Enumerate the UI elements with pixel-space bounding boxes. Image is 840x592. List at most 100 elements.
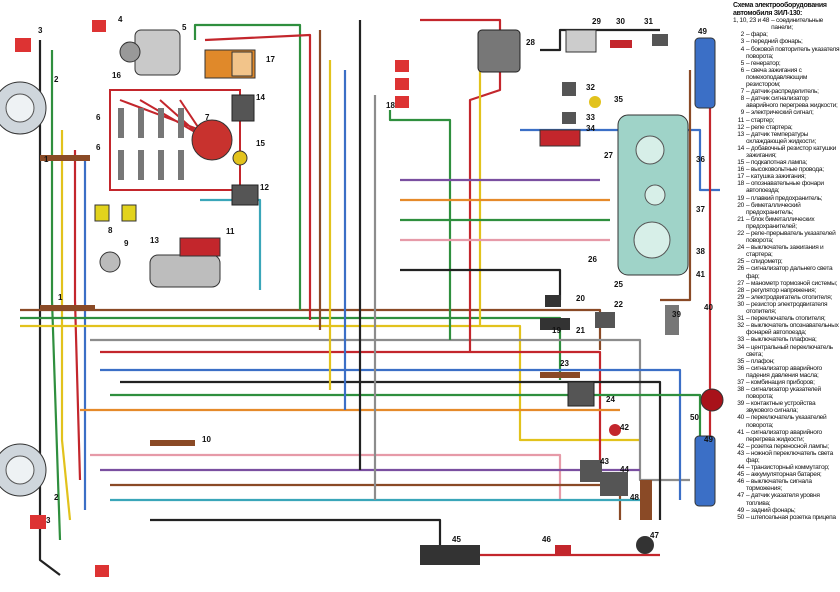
legend-item: 2– фара; xyxy=(733,31,840,38)
legend-item-text: – плафон; xyxy=(746,357,775,365)
legend-item-text: – выключатель зажигания и стартера; xyxy=(746,244,824,259)
legend-item: 24– выключатель зажигания и стартера; xyxy=(733,244,840,258)
side-repeater-top xyxy=(92,20,106,32)
generator xyxy=(119,29,181,76)
legend-item-number: 18 xyxy=(737,180,744,188)
instrument-cluster xyxy=(617,114,689,276)
legend-item-text: – соединительные панели; xyxy=(771,17,823,32)
legend-item-text: – электрический сигнал; xyxy=(746,109,814,117)
callout-19: 19 xyxy=(552,326,561,335)
legend-item-text: – стартер; xyxy=(746,116,775,124)
legend-item-text: – подкапотная лампа; xyxy=(746,159,808,167)
legend-item-number: 6 xyxy=(740,66,745,74)
callout-1: 1 xyxy=(44,155,49,164)
legend-item-text: – задний фонарь; xyxy=(746,506,796,514)
legend-item: 19– плавкий предохранитель; xyxy=(733,195,840,202)
legend-item: 50– штепсельная розетка прицепа xyxy=(733,514,840,521)
rear-lamp-top xyxy=(694,37,716,109)
legend-item: 32– выключатель опознавательных фонарей … xyxy=(733,322,840,336)
callout-17: 17 xyxy=(266,55,275,64)
legend-item-number: 29 xyxy=(737,293,744,301)
legend-item-number: 50 xyxy=(737,513,744,521)
legend-item-number: 35 xyxy=(737,357,744,365)
legend-item-number: 32 xyxy=(737,322,744,330)
legend-item: 34– центральный переключатель света; xyxy=(733,344,840,358)
callout-3: 3 xyxy=(38,26,43,35)
legend-item: 45– аккумуляторная батарея; xyxy=(733,471,840,478)
transistor-commutator xyxy=(600,472,628,496)
callout-12: 12 xyxy=(260,183,269,192)
wire xyxy=(60,130,72,521)
legend-item: 20– биметаллический предохранитель; xyxy=(733,202,840,216)
lamp-socket xyxy=(609,424,621,436)
legend-item-number: 27 xyxy=(737,279,744,287)
legend-item-number: 47 xyxy=(737,492,744,500)
callout-31: 31 xyxy=(644,17,653,26)
callout-8: 8 xyxy=(108,226,113,235)
headlight-top xyxy=(0,81,47,135)
legend-item-number: 24 xyxy=(737,244,744,252)
callout-16: 16 xyxy=(112,71,121,80)
legend-item-text: – датчик температуры охлаждающей жидкост… xyxy=(746,130,816,145)
legend-item: 17– катушка зажигания; xyxy=(733,173,840,180)
callout-49: 49 xyxy=(698,27,707,36)
legend-item-number: 21 xyxy=(737,215,744,223)
callout-45: 45 xyxy=(452,535,461,544)
legend-item-number: 13 xyxy=(737,130,744,138)
heater-resistor xyxy=(610,40,632,48)
legend-item: 30– резистор электродвигателя отопителя; xyxy=(733,301,840,315)
legend-item-text: – выключатель плафона; xyxy=(746,336,817,344)
legend-item: 43– ножной переключатель света фар; xyxy=(733,450,840,464)
wire xyxy=(90,453,562,500)
legend-item: 36– сигнализатор аварийного падения давл… xyxy=(733,365,840,379)
legend-item-text: – аккумуляторная батарея; xyxy=(746,471,822,479)
wire xyxy=(420,18,502,352)
front-lamp-top xyxy=(15,38,31,52)
callout-48: 48 xyxy=(630,493,639,502)
legend-item-text: – блок биметаллических предохранителей; xyxy=(746,215,815,230)
legend-item-text: – реле стартера; xyxy=(746,123,793,131)
legend-item-number: 45 xyxy=(737,471,744,479)
turn-switch xyxy=(665,305,679,335)
legend-item-text: – резистор электродвигателя отопителя; xyxy=(746,300,828,316)
legend-items: 1, 10, 23 и 48– соединительные панели;2–… xyxy=(733,17,840,521)
legend-item: 41– сигнализатор аварийного перегрева жи… xyxy=(733,429,840,443)
fuel-sensor xyxy=(636,536,654,554)
legend-item: 6– свеча зажигания с помехоподавляющим р… xyxy=(733,67,840,88)
wire xyxy=(100,350,602,460)
callout-33: 33 xyxy=(586,113,595,122)
legend-item-number: 42 xyxy=(737,442,744,450)
legend-item-text: – переключатель отопителя; xyxy=(746,315,826,323)
additional-resistor xyxy=(231,94,255,122)
legend-item-number: 17 xyxy=(737,173,744,181)
callout-28: 28 xyxy=(526,38,535,47)
legend-item-text: – датчик-распределитель; xyxy=(746,88,819,96)
legend-item-text: – ножной переключатель света фар; xyxy=(746,449,833,464)
legend-item: 28– регулятор напряжения; xyxy=(733,287,840,294)
headlight-bottom xyxy=(0,443,47,497)
legend-item: 12– реле стартера; xyxy=(733,124,840,131)
legend-item-text: – комбинация приборов; xyxy=(746,378,815,386)
legend-item-text: – манометр тормозной системы; xyxy=(746,279,838,287)
legend-item-number: 28 xyxy=(737,286,744,294)
callout-15: 15 xyxy=(256,139,265,148)
callout-47: 47 xyxy=(650,531,659,540)
callout-24: 24 xyxy=(606,395,615,404)
legend-item-text: – сигнализатор указателей поворота; xyxy=(746,386,821,401)
wire xyxy=(20,308,602,350)
legend-item-text: – выключатель опознавательных фонарей ав… xyxy=(746,322,839,337)
legend-item: 13– датчик температуры охлаждающей жидко… xyxy=(733,131,840,145)
voltage-regulator xyxy=(477,29,521,73)
legend-item-text: – высоковольтные провода; xyxy=(746,166,824,174)
wiring-diagram: 3 4 5 16 17 2 6 6 7 14 15 1 12 8 13 11 9… xyxy=(0,15,724,577)
callout-22: 22 xyxy=(614,300,623,309)
callout-30: 30 xyxy=(616,17,625,26)
legend-item-number: 3 xyxy=(740,38,745,46)
legend-item-number: 5 xyxy=(740,59,745,67)
legend-item-number: 33 xyxy=(737,336,744,344)
overheat-sensor xyxy=(94,204,110,222)
callout-labels: 3 4 5 16 17 2 6 6 7 14 15 1 12 8 13 11 9… xyxy=(38,15,713,544)
bimetal-fuse xyxy=(545,295,561,307)
legend-item-text: – биметаллический предохранитель; xyxy=(746,201,801,216)
